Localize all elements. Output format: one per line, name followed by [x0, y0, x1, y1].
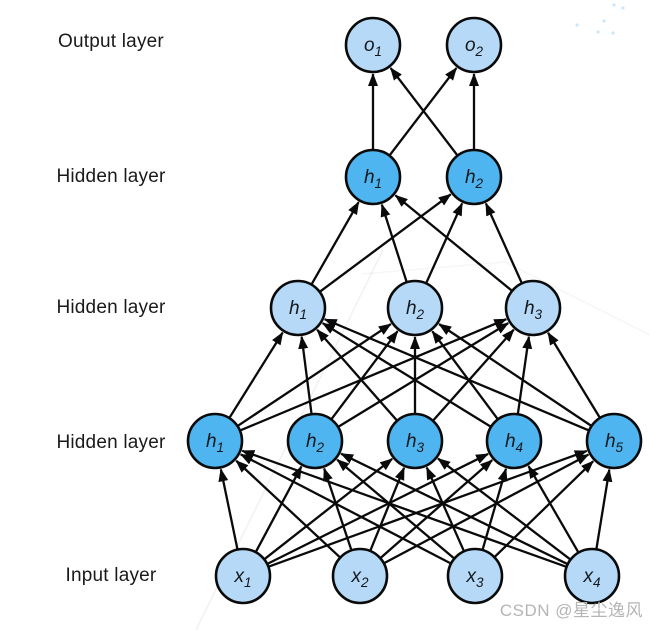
node-label: h1 [364, 167, 382, 191]
network-node-h2-row1: h2 [445, 148, 503, 206]
network-node-h3-row3: h3 [386, 412, 444, 470]
layer-label-hidden-1: Hidden layer [56, 432, 166, 453]
node-label: x3 [465, 566, 484, 590]
layer-label-input: Input layer [65, 565, 157, 586]
network-node-h2-row3: h2 [286, 412, 344, 470]
network-node-h3-row2: h3 [504, 279, 562, 337]
network-node-x1-row4: x1 [214, 547, 272, 605]
node-label: o2 [465, 35, 484, 59]
network-node-h1-row2: h1 [269, 279, 327, 337]
node-label: h3 [406, 431, 425, 455]
node-label: h2 [406, 298, 425, 322]
node-label: h4 [505, 431, 523, 455]
node-label: h3 [524, 298, 543, 322]
network-node-h5-row3: h5 [585, 412, 643, 470]
network-node-o1-row0: o1 [344, 16, 402, 74]
network-node-h1-row3: h1 [186, 412, 244, 470]
watermark: CSDN @星尘逸风 [499, 601, 643, 620]
layer-label-output: Output layer [58, 31, 164, 52]
node-label: o1 [364, 35, 382, 59]
node-label: h5 [605, 431, 624, 455]
network-node-x3-row4: x3 [446, 547, 504, 605]
network-node-h1-row1: h1 [344, 148, 402, 206]
node-label: x1 [233, 566, 251, 590]
node-label: h2 [306, 431, 325, 455]
layer-label-hidden-3: Hidden layer [56, 166, 166, 187]
network-node-x2-row4: x2 [331, 547, 389, 605]
layer-label-hidden-2: Hidden layer [56, 297, 166, 318]
edge-lines [218, 67, 613, 569]
network-node-h4-row3: h4 [485, 412, 543, 470]
node-label: x2 [350, 566, 369, 590]
network-node-h2-row2: h2 [386, 279, 444, 337]
node-label: x4 [582, 566, 600, 590]
node-label: h1 [206, 431, 224, 455]
node-label: h2 [465, 167, 484, 191]
node-label: h1 [289, 298, 307, 322]
network-node-x4-row4: x4 [563, 547, 621, 605]
network-node-o2-row0: o2 [445, 16, 503, 74]
